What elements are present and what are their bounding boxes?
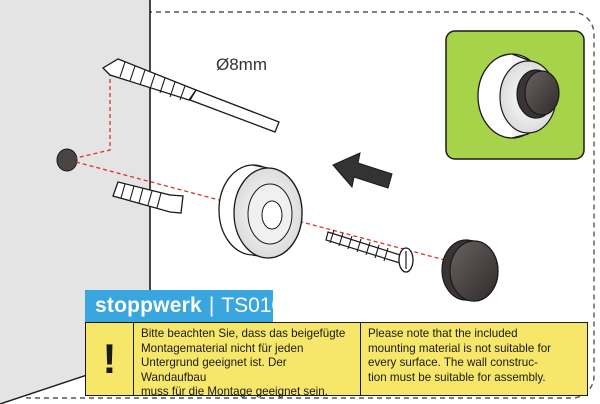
exclamation-icon: !	[86, 323, 134, 395]
wall-plug-icon	[112, 181, 184, 214]
guide-line-axis	[75, 161, 491, 273]
door-stopper-ring	[218, 164, 303, 259]
rubber-cap	[441, 239, 499, 302]
brand-name: stoppwerk	[95, 294, 202, 317]
notice-text-de: Bitte beachten Sie, dass das beigefügte …	[134, 323, 361, 398]
brand-bar: stoppwerk | TS010	[85, 290, 283, 322]
screw-icon	[325, 229, 414, 273]
notice-text-en: Please note that the included mounting m…	[368, 327, 552, 384]
warning-notice: ! Bitte beachten Sie, dass das beigefügt…	[85, 322, 588, 398]
drill-bit-icon	[101, 58, 280, 133]
drill-diameter-label: Ø8mm	[216, 55, 267, 74]
model-number: TS010	[221, 294, 284, 317]
dashed-frame	[7, 11, 595, 399]
door-stopper-icon	[477, 53, 560, 139]
drill-hole	[56, 148, 78, 172]
brand-separator: |	[208, 294, 215, 317]
guide-line-drill	[75, 72, 111, 159]
arrow-left-icon	[332, 152, 393, 189]
